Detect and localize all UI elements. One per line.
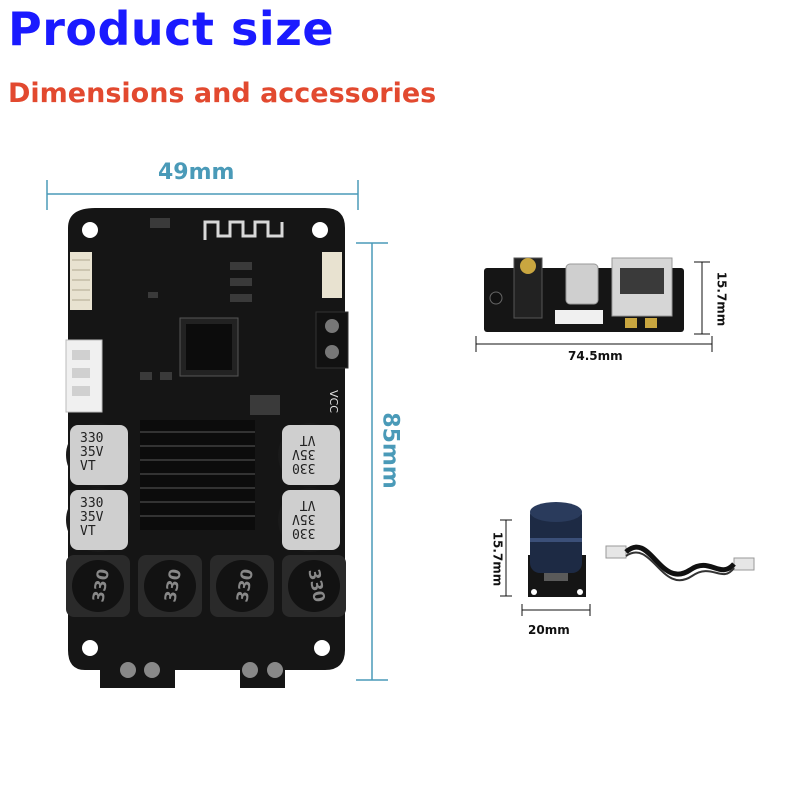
vcc-label: VCC — [326, 390, 340, 413]
knob-board-dimension-lines — [500, 519, 591, 616]
knob-board-width-label: 20mm — [528, 623, 570, 637]
capacitor-label-1: 330 35V VT — [80, 431, 104, 474]
io-board-width-label: 74.5mm — [568, 349, 623, 363]
capacitor-label-2: 330 35V VT — [80, 496, 104, 539]
connector-cable — [605, 544, 755, 582]
capacitor-group — [66, 423, 342, 552]
capacitor-label-3: 330 35V VT — [292, 432, 316, 475]
capacitor-label-4: 330 35V VT — [292, 497, 316, 540]
io-board — [484, 257, 684, 332]
io-board-dimension-lines — [475, 261, 713, 352]
page-subtitle: Dimensions and accessories — [8, 78, 437, 109]
page-title: Product size — [8, 2, 335, 56]
volume-knob-board — [528, 502, 586, 597]
main-board-dimension-lines — [46, 180, 388, 681]
inductor-group — [66, 555, 346, 617]
main-board-width-label: 49mm — [158, 160, 235, 185]
main-amplifier-board — [65, 208, 349, 688]
